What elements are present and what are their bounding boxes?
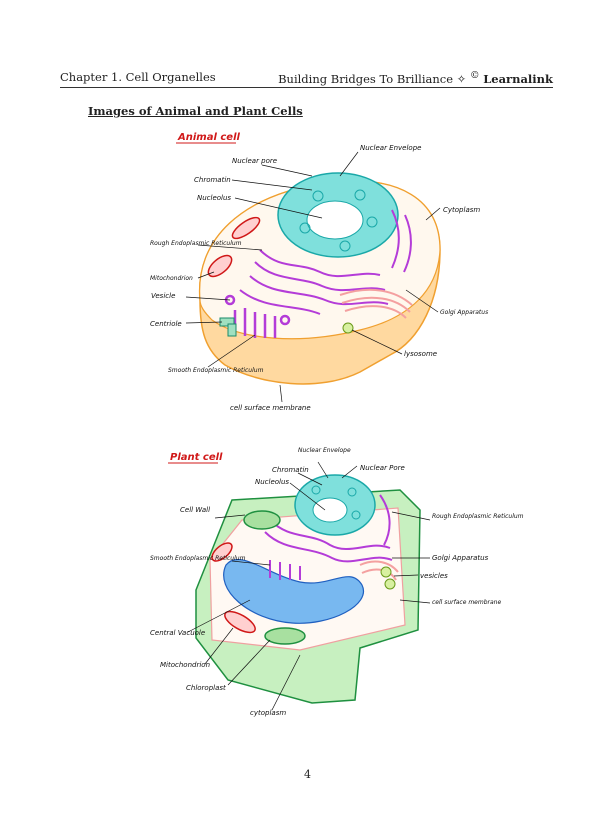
plant-label-chromatin: Chromatin xyxy=(272,466,309,474)
plant-label-rer: Rough Endoplasmic Reticulum xyxy=(432,513,524,520)
plant-vesicles xyxy=(380,566,396,590)
plant-ser xyxy=(269,560,301,580)
plant-label-membrane: cell surface membrane xyxy=(432,599,501,606)
animal-label-vesicle: Vesicle xyxy=(151,292,175,300)
animal-label-nuclear-envelope: Nuclear Envelope xyxy=(360,144,421,152)
plant-label-vesicles: vesicles xyxy=(420,572,448,580)
animal-label-nucleolus: Nucleolus xyxy=(197,194,231,202)
plant-rer xyxy=(264,494,393,563)
animal-nucleus xyxy=(277,172,399,258)
header-rule xyxy=(60,87,553,88)
plant-mitochondria xyxy=(211,542,256,634)
animal-title: Animal cell xyxy=(177,132,241,143)
plant-label-cell-wall: Cell Wall xyxy=(180,506,210,514)
plant-label-nucleolus: Nucleolus xyxy=(255,478,289,486)
animal-label-golgi: Golgi Apparatus xyxy=(440,309,488,316)
animal-rer xyxy=(239,209,412,315)
plant-nucleus xyxy=(294,474,376,536)
animal-label-chromatin: Chromatin xyxy=(194,176,231,184)
plant-label-nuclear-envelope: Nuclear Envelope xyxy=(298,447,351,454)
animal-label-ser: Smooth Endoplasmic Reticulum xyxy=(168,367,264,374)
plant-label-ser: Smooth Endoplasmic Reticulum xyxy=(150,555,246,562)
header-right: Building Bridges To Brilliance ✧ © Learn… xyxy=(278,70,553,86)
header-brand: Learnalink xyxy=(483,71,553,86)
animal-label-lysosome: lysosome xyxy=(404,350,437,358)
animal-golgi xyxy=(339,288,413,319)
animal-lysosome xyxy=(342,322,354,334)
animal-label-cytoplasm: Cytoplasm xyxy=(443,206,480,214)
sparkle-icon: ✧ xyxy=(456,71,467,86)
animal-label-membrane: cell surface membrane xyxy=(230,404,311,412)
plant-label-chloroplast: Chloroplast xyxy=(186,684,226,692)
animal-leader-lines xyxy=(185,151,441,403)
plant-title: Plant cell xyxy=(170,452,223,463)
copyright-icon: © xyxy=(469,70,480,81)
plant-label-nuclear-pore: Nuclear Pore xyxy=(360,464,405,472)
animal-label-nuclear-pore: Nuclear pore xyxy=(232,157,277,165)
header-chapter: Chapter 1. Cell Organelles xyxy=(60,70,216,84)
plant-vacuole xyxy=(223,558,365,624)
plant-label-mitochondrion: Mitochondrion xyxy=(160,661,210,669)
page-number: 4 xyxy=(304,768,311,781)
plant-chloroplasts xyxy=(243,510,306,645)
animal-label-mitochondrion: Mitochondrion xyxy=(150,275,193,282)
section-title: Images of Animal and Plant Cells xyxy=(88,104,303,118)
animal-label-centriole: Centriole xyxy=(150,320,182,328)
animal-label-rer: Rough Endoplasmic Reticulum xyxy=(150,240,242,247)
header-tagline: Building Bridges To Brilliance xyxy=(278,71,454,86)
plant-label-vacuole: Central Vacuole xyxy=(150,629,205,637)
plant-label-cytoplasm: cytoplasm xyxy=(250,709,286,717)
plant-leader-lines xyxy=(187,461,431,711)
plant-label-golgi: Golgi Apparatus xyxy=(432,554,489,562)
animal-mitochondria xyxy=(207,216,261,278)
